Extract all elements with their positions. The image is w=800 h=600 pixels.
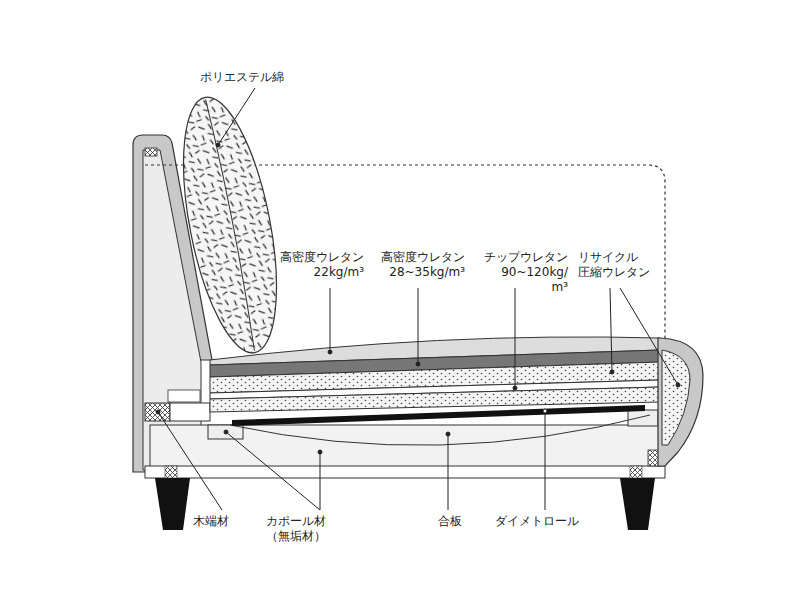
material-label: チップウレタン 90~120kg/ m³ <box>484 250 568 295</box>
leader-lines <box>156 88 680 510</box>
material-label: 高密度ウレタン 28~35kg/m³ <box>381 250 465 280</box>
base-frame <box>145 403 665 478</box>
back-cushion <box>166 90 294 360</box>
material-label: 高密度ウレタン 22kg/m³ <box>280 250 364 280</box>
part-label: カポール材（無垢材） <box>266 514 326 544</box>
part-label: 木端材 <box>193 514 229 529</box>
part-label: ポリエステル綿 <box>200 70 284 85</box>
part-label: ダイメトロール <box>495 514 579 529</box>
front-arm <box>658 338 703 466</box>
material-label: リサイクル 圧縮ウレタン <box>578 250 650 280</box>
part-label: 合板 <box>438 514 462 529</box>
seat-layers <box>210 337 660 426</box>
legs <box>155 478 655 530</box>
